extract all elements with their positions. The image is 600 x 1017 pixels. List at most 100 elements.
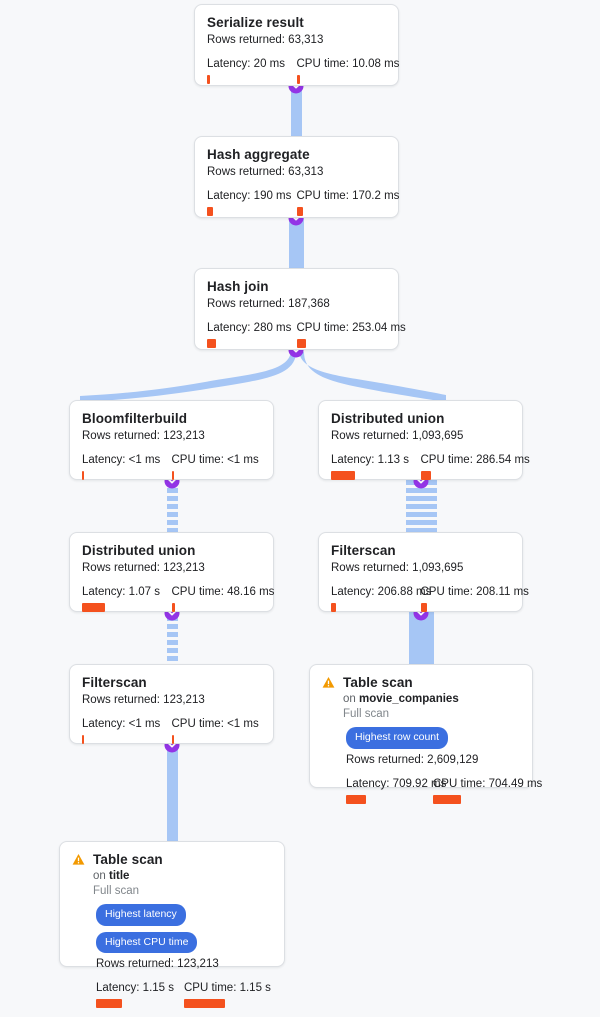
status-badge[interactable]: Highest latency [96,904,186,926]
metric-cpu: CPU time: 10.08 ms [296,57,400,84]
metric-latency-bar [82,735,84,744]
metric-latency: Latency: 280 ms [207,321,297,348]
metric-latency: Latency: 1.13 s [331,453,421,480]
node-title: Distributed union [82,543,196,558]
node-rows-returned: Rows returned: 123,213 [82,430,205,442]
metric-latency-label: Latency: 190 ms [207,190,292,202]
metric-cpu-bar [420,471,431,480]
node-metrics: Latency: <1 ms CPU time: <1 ms [82,717,261,744]
node-title: Bloomfilterbuild [82,411,188,426]
edge-distributedunion-to-filterscan-left [167,612,178,664]
metric-latency: Latency: 709.92 ms [346,777,447,804]
metric-cpu-bar [171,471,174,480]
metric-cpu: CPU time: 286.54 ms [420,453,530,480]
metric-cpu-bar [171,735,174,744]
node-header-text: Filterscan [82,674,261,691]
metric-latency-label: Latency: 206.88 ms [331,586,432,598]
edge-filterscan-to-tablescan-moviecompanies [409,612,434,664]
node-title: Table scan [93,852,163,867]
node-title: Filterscan [82,675,147,690]
metric-latency-label: Latency: 1.15 s [96,982,174,994]
node-metrics: Latency: 20 ms CPU time: 10.08 ms [207,57,399,84]
metric-latency-label: Latency: 1.13 s [331,454,409,466]
metric-cpu: CPU time: 48.16 ms [171,585,275,612]
metric-cpu: CPU time: 253.04 ms [296,321,406,348]
metric-latency-bar [207,75,210,84]
node-header: Filterscan [331,542,510,559]
metric-latency-bar [207,339,216,348]
metric-cpu-bar [171,603,175,612]
metric-cpu-label: CPU time: <1 ms [171,718,259,730]
metric-cpu-label: CPU time: 48.16 ms [171,586,275,598]
node-header-text: Filterscan [331,542,510,559]
edge-filterscan-to-tablescan-title [167,744,178,841]
metric-cpu-label: CPU time: 170.2 ms [296,190,400,202]
node-rows-returned: Rows returned: 63,313 [207,166,324,178]
metric-cpu-label: CPU time: 1.15 s [184,982,271,994]
metric-latency-bar [331,603,336,612]
node-header-text: Bloomfilterbuild [82,410,261,427]
metric-latency-label: Latency: 20 ms [207,58,285,70]
node-scan-type: Full scan [93,885,140,897]
metric-cpu-label: CPU time: 10.08 ms [296,58,400,70]
metric-cpu-bar [433,794,461,804]
warning-triangle-icon [72,853,85,871]
node-rows-returned: Rows returned: 187,368 [207,298,330,310]
node-header: Filterscan [82,674,261,691]
metric-cpu: CPU time: 170.2 ms [296,189,400,216]
node-header-text: Hash join [207,278,386,295]
metric-cpu-bar [296,339,306,348]
metric-latency: Latency: <1 ms [82,453,172,480]
metric-latency-bar [82,603,105,612]
node-metrics: Latency: 1.15 s CPU time: 1.15 s [72,981,272,1008]
node-header: Hash aggregate [207,146,386,163]
metric-cpu: CPU time: 1.15 s [184,981,271,1008]
node-badge-list: Highest row count [322,727,520,749]
metric-latency-bar [207,207,213,216]
node-target-table: on title [93,870,130,882]
edge-distributedunion-to-filterscan-right [406,480,437,532]
node-title: Hash join [207,279,269,294]
metric-cpu-label: CPU time: 704.49 ms [433,777,543,790]
node-rows-returned: Rows returned: 63,313 [207,34,324,46]
metric-latency-bar [96,999,122,1008]
metric-cpu-label: CPU time: 208.11 ms [420,586,529,598]
node-title: Table scan [343,675,413,690]
metric-latency-label: Latency: <1 ms [82,718,161,730]
metric-latency: Latency: <1 ms [82,717,172,744]
metric-latency-bar [346,794,366,804]
node-rows-returned: Rows returned: 123,213 [96,958,219,970]
metric-cpu-label: CPU time: 286.54 ms [420,454,530,466]
node-target-table: on movie_companies [343,693,459,705]
node-header: Serialize result [207,14,386,31]
metric-cpu-label: CPU time: 253.04 ms [296,322,406,334]
status-badge[interactable]: Highest row count [346,727,449,749]
metric-cpu-bar [184,999,225,1008]
node-header-text: Distributed union [331,410,510,427]
warning-triangle-icon [322,676,335,694]
node-header-text: Hash aggregate [207,146,386,163]
edge-hashjoin-to-bloomfilterbuild [80,350,296,402]
metric-cpu: CPU time: 704.49 ms [433,777,542,804]
status-badge[interactable]: Highest CPU time [96,931,198,953]
metric-latency-label: Latency: 709.92 ms [346,777,447,790]
node-header: Bloomfilterbuild [82,410,261,427]
edge-bloomfilterbuild-to-distributedunion [167,480,178,532]
node-rows-returned: Rows returned: 1,093,695 [331,430,464,442]
metric-cpu-bar [420,603,427,612]
